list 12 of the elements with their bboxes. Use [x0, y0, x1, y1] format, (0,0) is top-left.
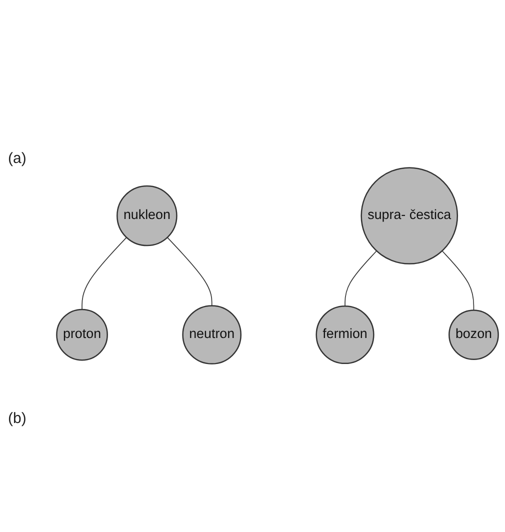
node-circle: proton: [56, 309, 108, 361]
node-circle: nukleon: [116, 186, 178, 246]
panel-label: (b): [8, 410, 26, 427]
node-circle: neutron: [182, 305, 242, 365]
panel-label: (a): [8, 150, 26, 167]
node-circle: fermion: [316, 306, 374, 364]
node-circle: bozon: [448, 310, 499, 360]
connector: [166, 237, 212, 306]
node-circle: supra- čestica: [360, 167, 458, 265]
connector: [442, 250, 474, 311]
connector: [82, 237, 127, 310]
connector: [344, 250, 378, 307]
